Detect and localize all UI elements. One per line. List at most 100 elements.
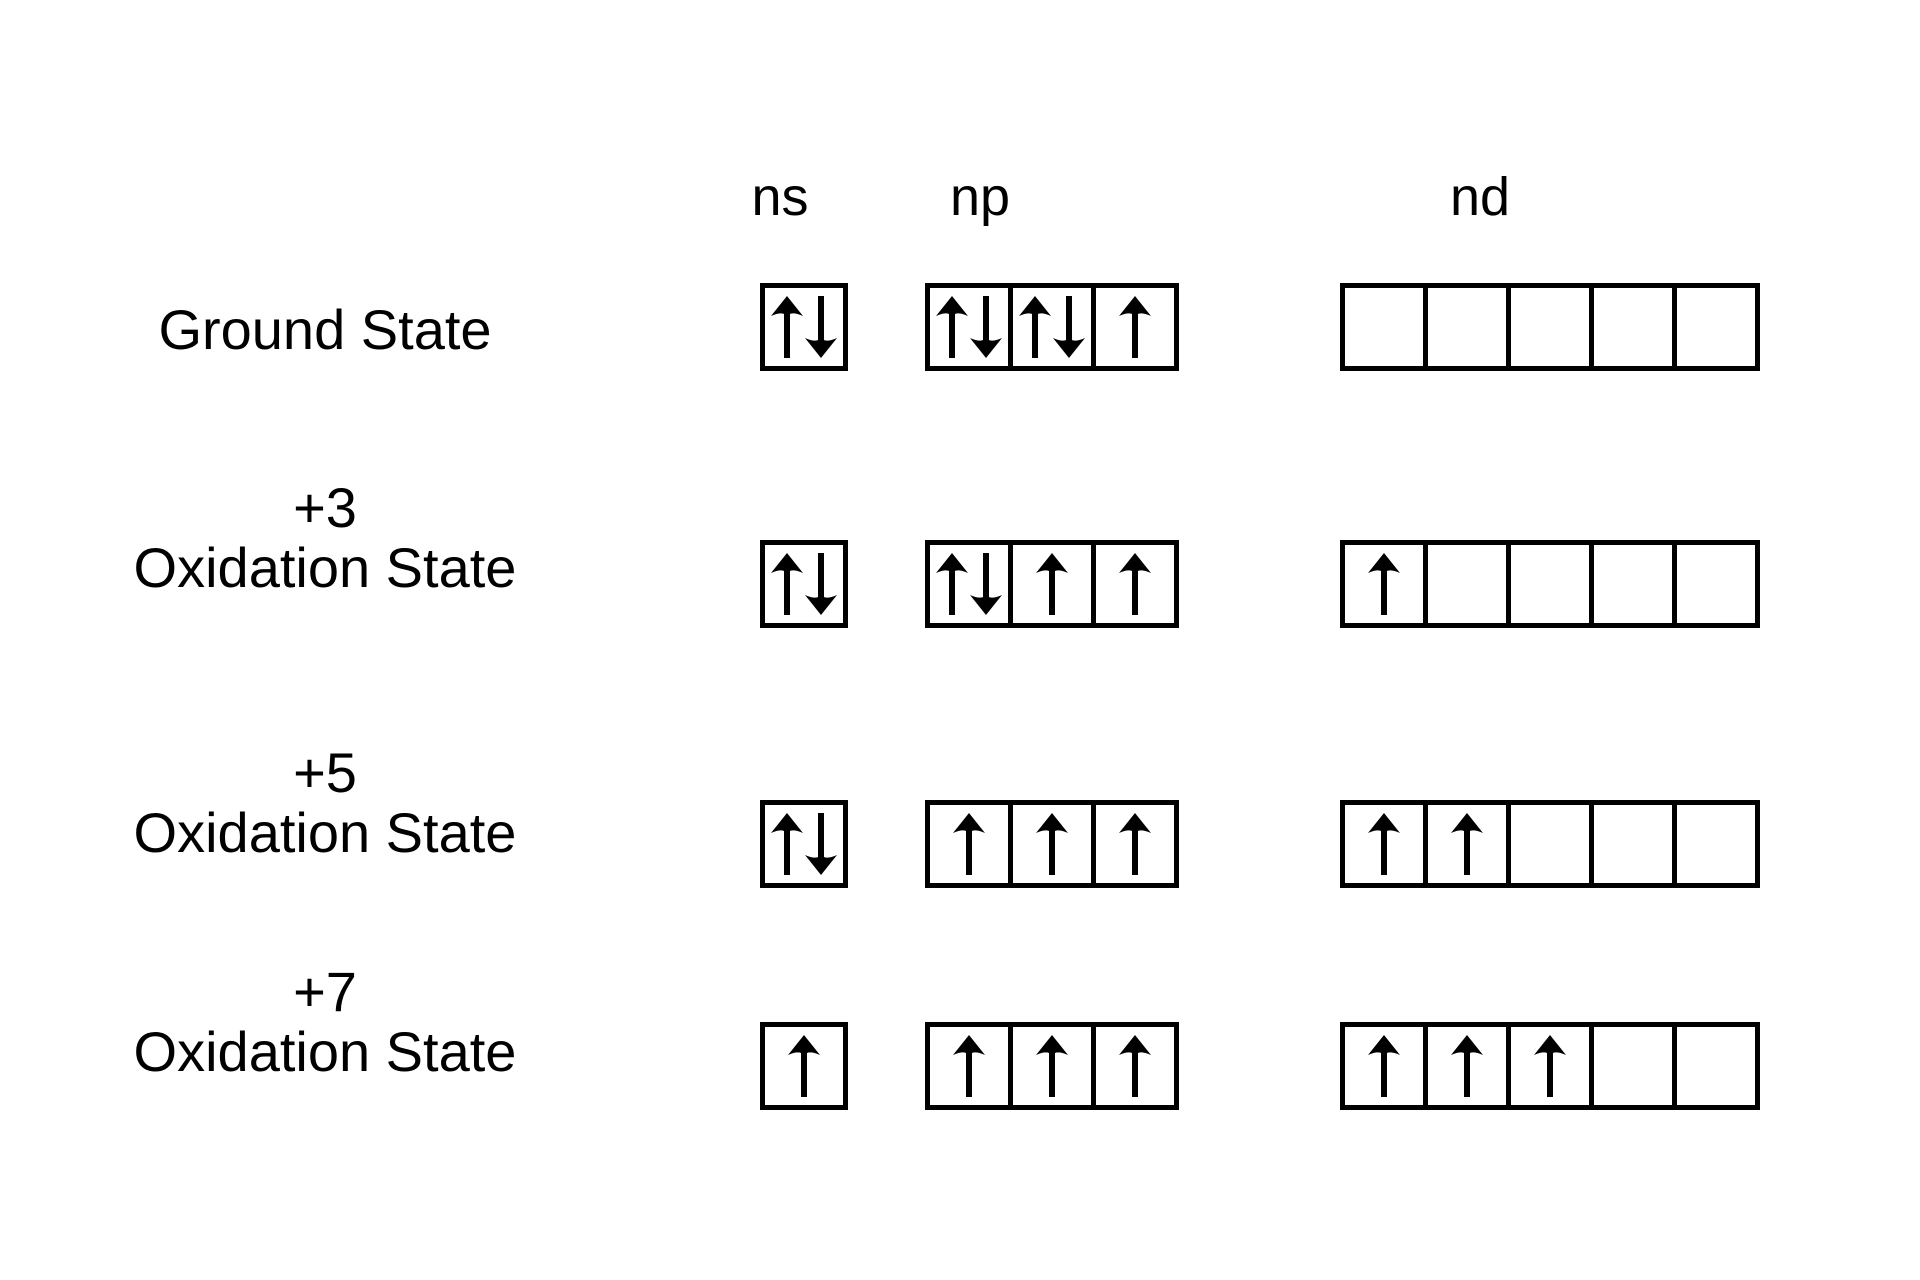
orbital-box bbox=[930, 545, 1013, 623]
orbital-occupancy-up bbox=[1013, 1027, 1091, 1105]
spin-up-arrow-icon bbox=[936, 296, 968, 358]
column-header-np: np bbox=[949, 167, 1011, 227]
orbital-occupancy-up bbox=[1428, 1027, 1506, 1105]
orbital-group-plus-7-np bbox=[925, 1022, 1179, 1110]
orbital-box bbox=[1428, 1027, 1511, 1105]
spin-up-arrow-icon bbox=[1368, 813, 1400, 875]
orbital-occupancy-up bbox=[1345, 1027, 1423, 1105]
spin-up-arrow-icon bbox=[771, 813, 803, 875]
orbital-occupancy-up bbox=[930, 1027, 1008, 1105]
spin-down-arrow-icon bbox=[970, 553, 1002, 615]
orbital-box bbox=[1594, 288, 1677, 366]
orbital-occupancy-up bbox=[1013, 805, 1091, 883]
row-label-text-plus-3: Oxidation State bbox=[133, 536, 517, 600]
orbital-box bbox=[1013, 288, 1096, 366]
spin-down-arrow-icon bbox=[805, 553, 837, 615]
spin-up-arrow-icon bbox=[1019, 296, 1051, 358]
spin-up-arrow-icon bbox=[771, 296, 803, 358]
orbital-box bbox=[1594, 545, 1677, 623]
orbital-box bbox=[1677, 1027, 1755, 1105]
orbital-group-ground-state-nd bbox=[1340, 283, 1760, 371]
spin-up-arrow-icon bbox=[1368, 1035, 1400, 1097]
spin-up-arrow-icon bbox=[1119, 1035, 1151, 1097]
spin-up-arrow-icon bbox=[1036, 1035, 1068, 1097]
orbital-box bbox=[765, 288, 843, 366]
row-label-oxidation-plus-7: +7 Oxidation State bbox=[0, 960, 650, 1084]
orbital-occupancy-paired bbox=[1013, 288, 1091, 366]
orbital-box bbox=[1345, 1027, 1428, 1105]
orbital-box bbox=[1677, 545, 1755, 623]
orbital-box bbox=[1677, 288, 1755, 366]
orbital-occupancy-paired bbox=[930, 545, 1008, 623]
orbital-occupancy-paired bbox=[765, 805, 843, 883]
spin-up-arrow-icon bbox=[1036, 813, 1068, 875]
spin-up-arrow-icon bbox=[953, 1035, 985, 1097]
orbital-box bbox=[930, 1027, 1013, 1105]
orbital-group-plus-7-nd bbox=[1340, 1022, 1760, 1110]
orbital-occupancy-up bbox=[765, 1027, 843, 1105]
orbital-occupancy-up bbox=[1428, 805, 1506, 883]
orbital-occupancy-up bbox=[930, 805, 1008, 883]
orbital-group-plus-5-np bbox=[925, 800, 1179, 888]
orbital-group-plus-3-ns bbox=[760, 540, 848, 628]
orbital-box bbox=[1096, 805, 1174, 883]
row-label-text-plus-7: Oxidation State bbox=[133, 1020, 517, 1084]
spin-up-arrow-icon bbox=[771, 553, 803, 615]
orbital-occupancy-paired bbox=[930, 288, 1008, 366]
row-label-text-plus-5: Oxidation State bbox=[133, 801, 517, 865]
row-charge-plus-7: +7 bbox=[293, 960, 357, 1023]
spin-up-arrow-icon bbox=[1036, 553, 1068, 615]
orbital-box bbox=[1096, 288, 1174, 366]
orbital-box bbox=[765, 805, 843, 883]
orbital-occupancy-up bbox=[1096, 288, 1174, 366]
orbital-group-plus-7-ns bbox=[760, 1022, 848, 1110]
orbital-group-plus-5-ns bbox=[760, 800, 848, 888]
orbital-box bbox=[1345, 288, 1428, 366]
orbital-box bbox=[1677, 805, 1755, 883]
orbital-box bbox=[1013, 545, 1096, 623]
spin-up-arrow-icon bbox=[1368, 553, 1400, 615]
orbital-box bbox=[1511, 288, 1594, 366]
orbital-group-plus-3-np bbox=[925, 540, 1179, 628]
orbital-box bbox=[765, 545, 843, 623]
orbital-group-ground-state-np bbox=[925, 283, 1179, 371]
orbital-box bbox=[1428, 545, 1511, 623]
orbital-box bbox=[930, 288, 1013, 366]
spin-up-arrow-icon bbox=[953, 813, 985, 875]
orbital-occupancy-up bbox=[1345, 805, 1423, 883]
orbital-occupancy-paired bbox=[765, 545, 843, 623]
spin-up-arrow-icon bbox=[936, 553, 968, 615]
orbital-box bbox=[1013, 805, 1096, 883]
orbital-box bbox=[1594, 1027, 1677, 1105]
orbital-group-plus-3-nd bbox=[1340, 540, 1760, 628]
orbital-occupancy-up bbox=[1013, 545, 1091, 623]
orbital-occupancy-up bbox=[1511, 1027, 1589, 1105]
orbital-group-ground-state-ns bbox=[760, 283, 848, 371]
orbital-box bbox=[1594, 805, 1677, 883]
row-label-oxidation-plus-3: +3 Oxidation State bbox=[0, 476, 650, 600]
spin-up-arrow-icon bbox=[1119, 296, 1151, 358]
row-label-oxidation-plus-5: +5 Oxidation State bbox=[0, 741, 650, 865]
orbital-occupancy-up bbox=[1096, 805, 1174, 883]
row-label-ground-state: Ground State bbox=[0, 299, 650, 360]
orbital-occupancy-up bbox=[1096, 545, 1174, 623]
row-charge-plus-5: +5 bbox=[293, 741, 357, 804]
orbital-box bbox=[1511, 1027, 1594, 1105]
spin-down-arrow-icon bbox=[970, 296, 1002, 358]
spin-down-arrow-icon bbox=[805, 296, 837, 358]
orbital-box bbox=[930, 805, 1013, 883]
orbital-group-plus-5-nd bbox=[1340, 800, 1760, 888]
column-header-ns: ns bbox=[751, 167, 809, 227]
orbital-box bbox=[765, 1027, 843, 1105]
orbital-box bbox=[1345, 545, 1428, 623]
spin-up-arrow-icon bbox=[788, 1035, 820, 1097]
orbital-box bbox=[1096, 545, 1174, 623]
spin-up-arrow-icon bbox=[1451, 1035, 1483, 1097]
spin-down-arrow-icon bbox=[805, 813, 837, 875]
spin-down-arrow-icon bbox=[1053, 296, 1085, 358]
orbital-box bbox=[1345, 805, 1428, 883]
orbital-box bbox=[1428, 805, 1511, 883]
spin-up-arrow-icon bbox=[1119, 553, 1151, 615]
row-charge-plus-3: +3 bbox=[293, 476, 357, 539]
orbital-box bbox=[1096, 1027, 1174, 1105]
